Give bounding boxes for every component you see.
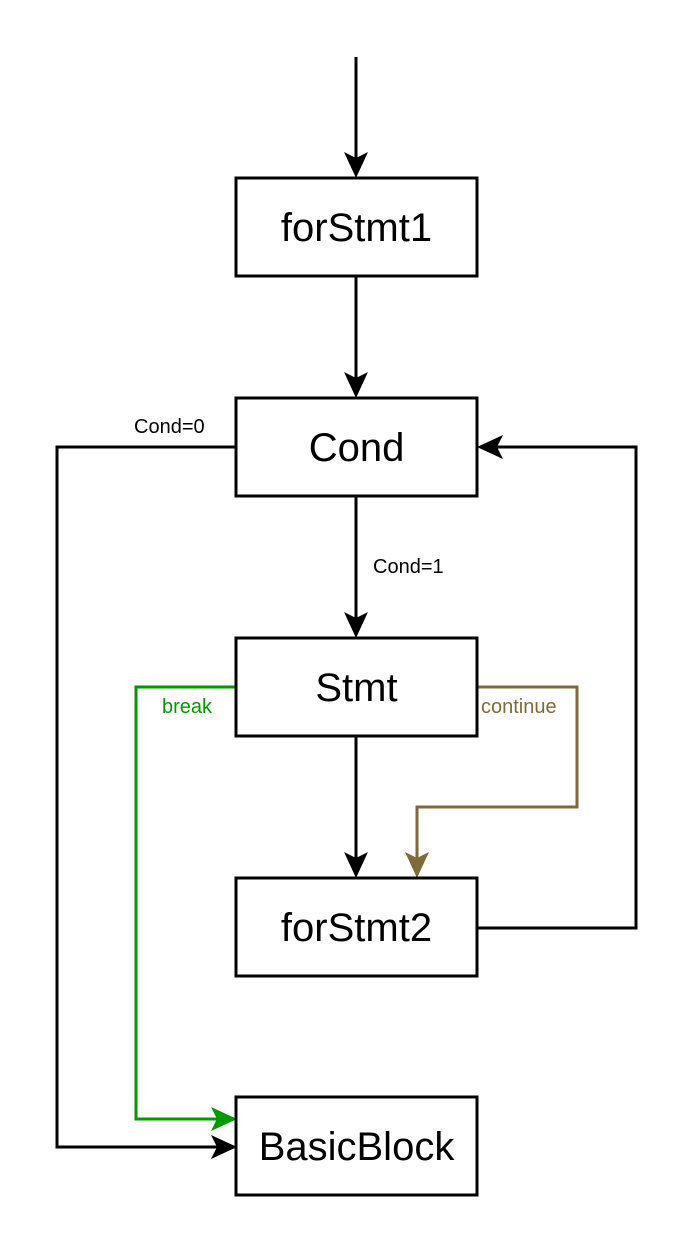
break-label: break xyxy=(162,696,213,718)
entry-arrowhead xyxy=(344,152,368,178)
node-forstmt2: forStmt2 xyxy=(234,876,479,978)
continue-arrowhead xyxy=(405,852,429,878)
node-forstmt1-label: forStmt1 xyxy=(281,206,432,250)
node-forstmt2-label: forStmt2 xyxy=(281,906,432,950)
node-stmt-label: Stmt xyxy=(315,666,397,710)
cond-to-stmt-arrowhead xyxy=(344,612,368,638)
forstmt1-to-cond-arrowhead xyxy=(344,372,368,398)
break-edge xyxy=(134,685,236,1121)
cond-true-label: Cond=1 xyxy=(373,556,444,578)
continue-edge xyxy=(415,685,579,858)
node-basicblock-label: BasicBlock xyxy=(259,1125,456,1169)
node-basicblock: BasicBlock xyxy=(234,1095,479,1197)
cond-false-label: Cond=0 xyxy=(134,416,205,438)
cond-to-basicblock-arrowhead xyxy=(211,1135,237,1159)
forstmt2-to-cond-edge xyxy=(477,445,638,930)
node-stmt: Stmt xyxy=(234,636,479,738)
node-forstmt1: forStmt1 xyxy=(234,176,479,278)
forstmt2-to-cond-arrowhead xyxy=(477,435,503,459)
cond-to-basicblock-edge xyxy=(55,445,236,1149)
node-cond-label: Cond xyxy=(309,426,405,470)
stmt-to-forstmt2-arrowhead xyxy=(344,852,368,878)
break-arrowhead xyxy=(211,1107,237,1131)
node-cond: Cond xyxy=(234,396,479,498)
continue-label: continue xyxy=(481,696,557,718)
